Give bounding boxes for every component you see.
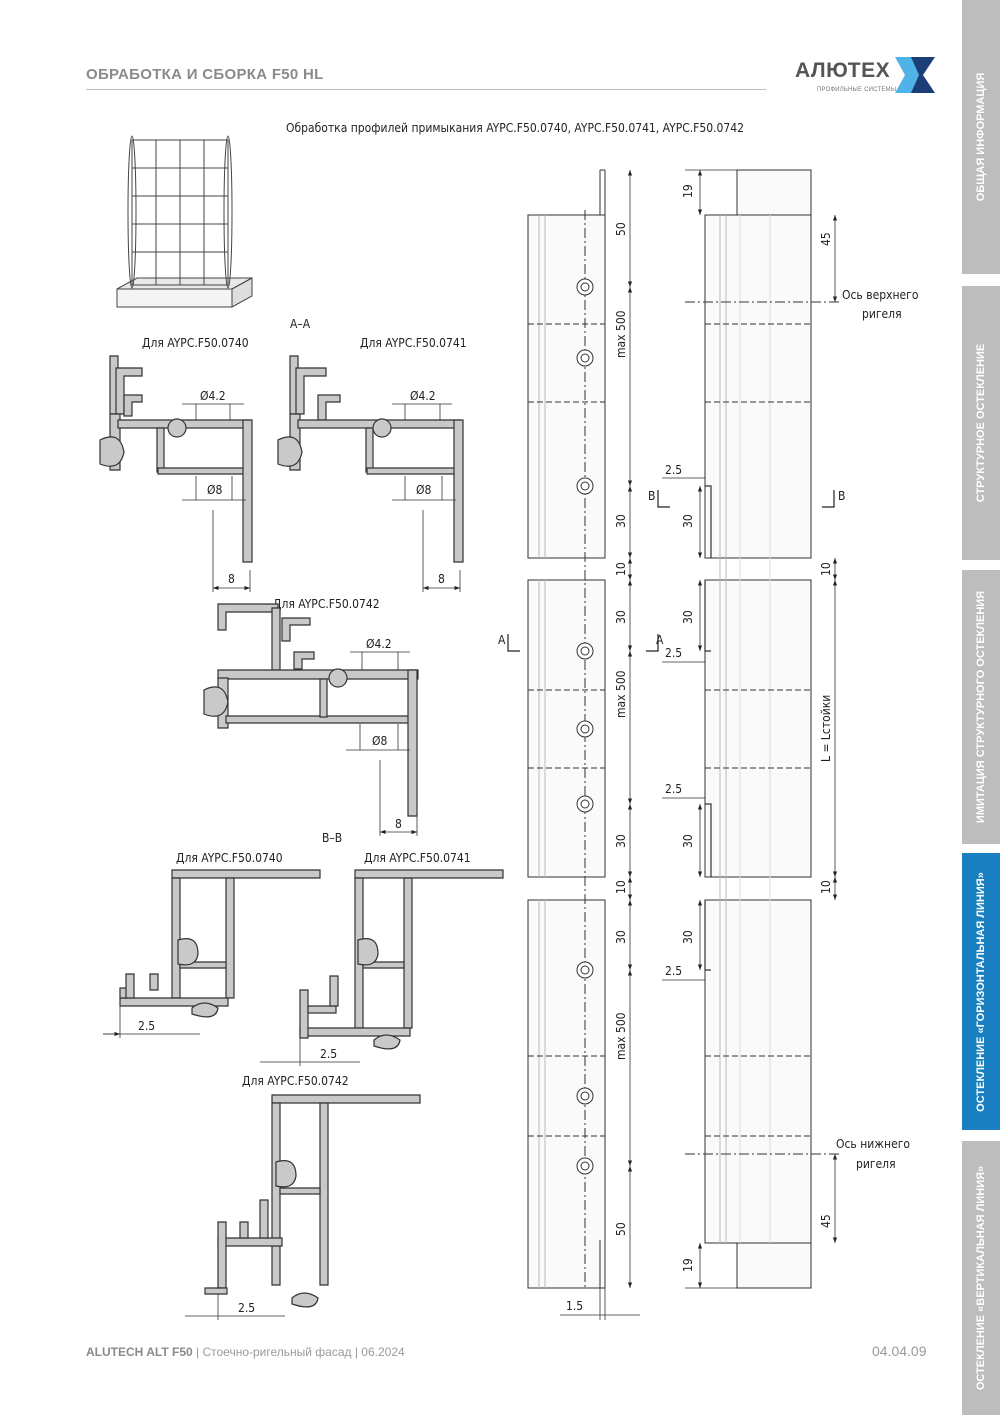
dim-r-10-2: 10 xyxy=(819,880,833,894)
dim-l-max500-2: max 500 xyxy=(614,670,628,718)
dim-r-lstoiki: L = Lстойки xyxy=(819,695,833,762)
profile-740-aa xyxy=(99,355,253,563)
sidebar-tab-label: ОСТЕКЛЕНИЕ «ВЕРТИКАЛЬНАЯ ЛИНИЯ» xyxy=(975,1165,987,1391)
drill-holes-left xyxy=(576,278,594,1175)
sidebar-tab-structural[interactable]: СТРУКТУРНОЕ ОСТЕКЛЕНИЕ xyxy=(962,286,1000,560)
profile-elevation-right xyxy=(685,169,840,1289)
dim-r-45-bottom: 45 xyxy=(819,1214,833,1228)
label-bb-742: Для AYPC.F50.0742 xyxy=(242,1074,349,1088)
sidebar-tab-vertical[interactable]: ОСТЕКЛЕНИЕ «ВЕРТИКАЛЬНАЯ ЛИНИЯ» xyxy=(962,1141,1000,1415)
label-bb-741: Для AYPC.F50.0741 xyxy=(364,851,471,865)
dim-742-d8: Ø8 xyxy=(372,734,387,748)
sidebar-tab-label: ОБЩАЯ ИНФОРМАЦИЯ xyxy=(975,72,987,202)
dims-742-aa xyxy=(346,651,418,836)
dim-741-d42: Ø4.2 xyxy=(410,389,436,403)
marker-a-left: A xyxy=(498,633,506,647)
dim-742-bb-25: 2.5 xyxy=(238,1301,255,1315)
axis-top-line1: Ось верхнего xyxy=(842,288,919,302)
dim-r-30-2: 30 xyxy=(681,610,695,624)
label-bb-740: Для AYPC.F50.0740 xyxy=(176,851,283,865)
profile-elevation-left xyxy=(527,169,606,1290)
sidebar-tab-general[interactable]: ОБЩАЯ ИНФОРМАЦИЯ xyxy=(962,0,1000,274)
dim-l-10-1: 10 xyxy=(614,562,628,576)
dim-r-25-2: 2.5 xyxy=(665,646,682,660)
label-aa-742: Для AYPC.F50.0742 xyxy=(273,597,380,611)
dim-l-10-2: 10 xyxy=(614,880,628,894)
dim-l-30-3: 30 xyxy=(614,834,628,848)
axis-bottom-line2: ригеля xyxy=(856,1157,896,1171)
dim-l-50-bottom: 50 xyxy=(614,1222,628,1236)
dim-l-30-1: 30 xyxy=(614,514,628,528)
profile-742-aa xyxy=(203,603,419,817)
dims-742-bb xyxy=(185,1294,285,1320)
dim-l-max500-1: max 500 xyxy=(614,310,628,358)
dim-740-bb-25: 2.5 xyxy=(138,1019,155,1033)
profile-740-bb xyxy=(119,869,321,1018)
section-marker-b xyxy=(657,490,835,508)
axis-bottom-line1: Ось нижнего xyxy=(836,1137,910,1151)
sidebar-tab-horizontal[interactable]: ОСТЕКЛЕНИЕ «ГОРИЗОНТАЛЬНАЯ ЛИНИЯ» xyxy=(962,853,1000,1130)
dims-aa xyxy=(182,403,461,592)
alutech-logo: АЛЮТЕХ ПРОФИЛЬНЫЕ СИСТЕМЫ xyxy=(795,55,935,100)
dim-labels-left: 50 max 500 30 10 30 max 500 30 10 30 max… xyxy=(566,222,628,1313)
sidebar-tab-label: СТРУКТУРНОЕ ОСТЕКЛЕНИЕ xyxy=(975,343,987,503)
section-marker-a xyxy=(507,634,659,652)
dim-r-30-3: 30 xyxy=(681,834,695,848)
dim-r-19-top: 19 xyxy=(681,184,695,198)
dim-r-30-1: 30 xyxy=(681,514,695,528)
dim-742-8: 8 xyxy=(395,817,402,831)
drawing-title: Обработка профилей примыкания AYPC.F50.0… xyxy=(286,121,744,135)
dim-l-50-top: 50 xyxy=(614,222,628,236)
dim-r-30-4: 30 xyxy=(681,930,695,944)
profile-741-aa xyxy=(277,355,464,563)
dims-left-column xyxy=(560,170,640,1320)
dim-r-45-top: 45 xyxy=(819,232,833,246)
dim-r-25-3: 2.5 xyxy=(665,782,682,796)
axis-top-line2: ригеля xyxy=(862,307,902,321)
dim-742-d42: Ø4.2 xyxy=(366,637,392,651)
sidebar-tab-label: ОСТЕКЛЕНИЕ «ГОРИЗОНТАЛЬНАЯ ЛИНИЯ» xyxy=(975,871,987,1112)
logo-wordmark: АЛЮТЕХ xyxy=(795,59,891,82)
technical-drawing: Обработка профилей примыкания AYPC.F50.0… xyxy=(99,121,919,1320)
marker-b-right: B xyxy=(838,489,845,503)
facade-thumbnail xyxy=(116,135,253,308)
dim-r-25-1: 2.5 xyxy=(665,463,682,477)
footer-info: ALUTECH ALT F50 | Стоечно-ригельный фаса… xyxy=(86,1345,405,1359)
label-aa-741: Для AYPC.F50.0741 xyxy=(360,336,467,350)
logo-tagline: ПРОФИЛЬНЫЕ СИСТЕМЫ xyxy=(817,87,897,93)
profile-742-bb xyxy=(204,1094,421,1308)
dim-741-8: 8 xyxy=(438,572,445,586)
logo-mark-icon xyxy=(895,57,935,93)
dim-741-d8: Ø8 xyxy=(416,483,431,497)
dim-labels-right: 19 45 2.5 30 10 30 2.5 L = Lстойки 2.5 3… xyxy=(665,184,833,1272)
dim-741-bb-25: 2.5 xyxy=(320,1047,337,1061)
dims-right-column xyxy=(662,169,838,1289)
section-aa-label: A–A xyxy=(290,317,311,331)
dim-740-8: 8 xyxy=(228,572,235,586)
page-header-title: ОБРАБОТКА И СБОРКА F50 HL xyxy=(86,66,324,83)
dim-740-d42: Ø4.2 xyxy=(200,389,226,403)
profile-741-bb xyxy=(299,869,504,1050)
header-divider xyxy=(86,89,766,90)
page-number: 04.04.09 xyxy=(872,1343,927,1359)
dim-r-10-1: 10 xyxy=(819,562,833,576)
sidebar-tab-imitation[interactable]: ИМИТАЦИЯ СТРУКТУРНОГО ОСТЕКЛЕНИЯ xyxy=(962,570,1000,844)
marker-a-right: A xyxy=(656,633,664,647)
dim-l-30-2: 30 xyxy=(614,610,628,624)
label-aa-740: Для AYPC.F50.0740 xyxy=(142,336,249,350)
dim-l-max500-3: max 500 xyxy=(614,1012,628,1060)
footer-brand: ALUTECH ALT F50 xyxy=(86,1345,193,1359)
footer-desc: | Стоечно-ригельный фасад | 06.2024 xyxy=(196,1345,405,1359)
dim-740-d8: Ø8 xyxy=(207,483,222,497)
marker-b-left: B xyxy=(648,489,655,503)
section-bb-label: B–B xyxy=(322,831,342,845)
dim-l-30-4: 30 xyxy=(614,930,628,944)
dim-l-15: 1.5 xyxy=(566,1299,583,1313)
dims-bb xyxy=(103,1006,360,1066)
sidebar-tab-label: ИМИТАЦИЯ СТРУКТУРНОГО ОСТЕКЛЕНИЯ xyxy=(975,590,987,824)
dim-r-25-4: 2.5 xyxy=(665,964,682,978)
dim-r-19-bottom: 19 xyxy=(681,1258,695,1272)
